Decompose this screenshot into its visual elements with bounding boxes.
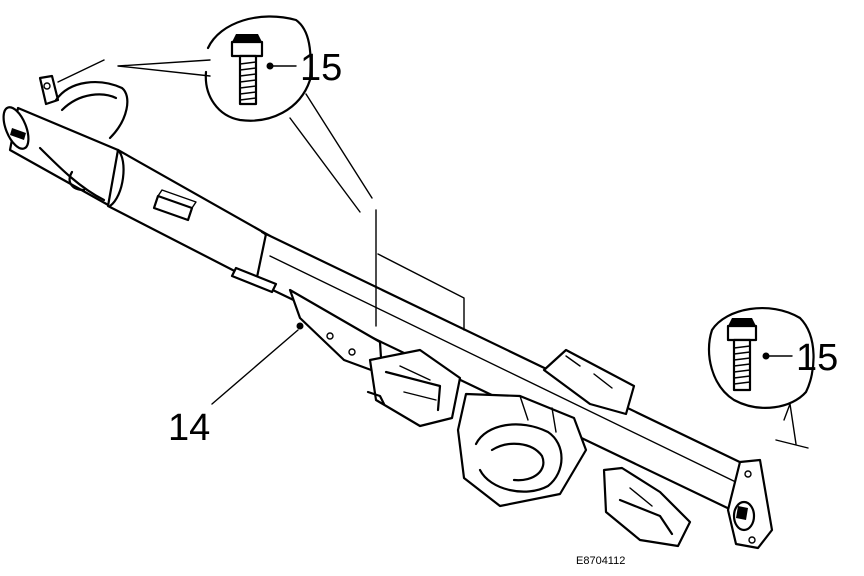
bolt-callout-top: 15 [204, 15, 342, 122]
beam-left-tube [2, 106, 120, 208]
callout-number-beam: 14 [168, 407, 210, 449]
callout-number-right-bolt: 15 [796, 337, 838, 379]
central-mount-bracket [366, 348, 462, 428]
leader-lines [57, 59, 809, 449]
lower-support-bracket [230, 266, 384, 376]
upper-rear-bracket [542, 348, 636, 416]
bolt-icon [726, 318, 758, 392]
top-bolt-leader-right [289, 93, 373, 213]
beam-leader [211, 329, 299, 405]
beam-middle-tube [106, 148, 272, 284]
beam-leader-dot [296, 322, 304, 330]
bolt-callout-right: 15 [707, 307, 838, 409]
right-bolt-leader [775, 403, 809, 449]
callout-number-top-bolt: 15 [300, 47, 342, 89]
bolt-icon [230, 34, 264, 106]
figure-reference-code: E8704112 [576, 555, 625, 567]
top-bolt-dimension [375, 209, 465, 331]
steering-column-cradle [456, 392, 588, 508]
cross-car-beam [2, 74, 774, 550]
left-mounting-bracket [38, 74, 129, 140]
top-bolt-leader-left [57, 59, 211, 83]
right-mounting-plate [726, 458, 774, 550]
lower-right-bracket [602, 466, 692, 548]
